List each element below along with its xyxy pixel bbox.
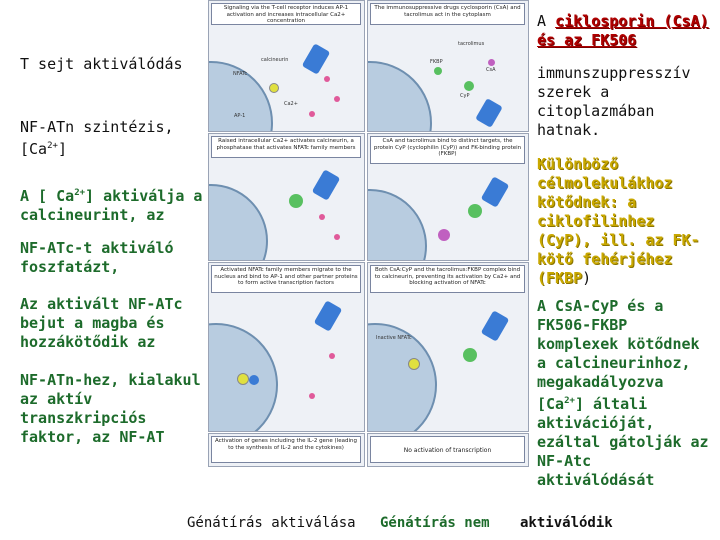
binding-targets-text: Különböző célmolekulákhoz kötődnek: a ci…	[537, 155, 700, 287]
fkbp-complex	[438, 229, 450, 241]
calcineurin-molecule	[289, 194, 303, 208]
nucleus	[368, 61, 432, 131]
label-ca-activates-calcineurin: A [ Ca2+] aktiválja a calcineurint, az	[20, 184, 210, 225]
receptor-icon	[480, 176, 510, 208]
nfatc-molecule	[269, 83, 279, 93]
label-t-cell-activation: T sejt aktiválódás	[20, 55, 183, 73]
caption-left-2: Raised intracellular Ca2+ activates calc…	[211, 136, 361, 158]
ca-ion	[329, 353, 335, 359]
receptor-icon	[480, 310, 510, 342]
figure-left-panel-3: Activated NFATc family members migrate t…	[208, 262, 365, 432]
label-activated-nfatc: Az aktivált NF-ATc bejut a magba és hozz…	[20, 295, 183, 351]
ca-activates-text-a: A [ Ca	[20, 187, 75, 205]
label-drugs-title: A ciklosporin (CsA) és az FK506	[537, 12, 717, 50]
binding-targets-paren: )	[582, 269, 592, 287]
csa-label: CsA	[486, 67, 496, 73]
label-nfat-synthesis: NF-ATn szintézis, [Ca2+]	[20, 118, 200, 159]
complexes-superscript: 2+	[564, 396, 575, 406]
caption-right-3: Both CsA:CyP and the tacrolimus:FKBP com…	[370, 265, 525, 293]
cyp-label: CyP	[460, 93, 470, 99]
figure-left-panel-1: Signaling via the T-cell receptor induce…	[208, 0, 365, 132]
inactive-nfatc-label: Inactive NFATc	[376, 335, 412, 341]
ca-label: Ca2+	[284, 101, 298, 107]
nfat-synthesis-text: NF-ATn szintézis,	[20, 118, 174, 136]
ca-ion	[334, 96, 340, 102]
ca-activates-text-b: ] aktiválja a calcineurint, az	[20, 187, 203, 224]
figure-left-panel-4: Activation of genes including the IL-2 g…	[208, 433, 365, 467]
figure-right-panel-1: The immunosuppressive drugs cyclosporin …	[367, 0, 529, 132]
caption-left-4: Activation of genes including the IL-2 g…	[211, 436, 361, 463]
receptor-icon	[311, 169, 341, 201]
nucleus	[209, 184, 268, 260]
receptor-icon	[475, 98, 503, 128]
nucleus	[368, 189, 427, 260]
fkbp-molecule	[434, 67, 442, 75]
ca-activates-superscript: 2+	[74, 188, 86, 198]
receptor-icon	[301, 43, 331, 75]
ap1-molecule	[249, 375, 259, 385]
receptor-icon	[313, 300, 343, 332]
csa-cyp-complex	[468, 204, 482, 218]
figure-right-panel-3: Both CsA:CyP and the tacrolimus:FKBP com…	[367, 262, 529, 432]
complexes-text-a: A CsA-CyP és a FK506-FKBP komplexek kötő…	[537, 297, 700, 413]
nfatc-molecule	[237, 373, 249, 385]
label-nfatc-phosphatase: NF-ATc-t aktiváló foszfatázt,	[20, 239, 174, 276]
ca-ion	[324, 76, 330, 82]
label-binding-targets: Különböző célmolekulákhoz kötődnek: a ci…	[537, 155, 717, 288]
caption-left-3: Activated NFATc family members migrate t…	[211, 265, 361, 293]
caption-right-1: The immunosuppressive drugs cyclosporin …	[370, 3, 525, 25]
ca-ion	[309, 393, 315, 399]
cyp-molecule	[464, 81, 474, 91]
drugs-title-highlight: ciklosporin (CsA) és az FK506	[537, 12, 709, 49]
fkbp-label: FKBP	[430, 59, 443, 65]
label-gene-not-activated-b: aktiválódik	[520, 515, 613, 531]
ca-superscript: 2+	[47, 141, 58, 151]
calcineurin-label: calcineurin	[261, 57, 289, 63]
ca-text: [Ca	[20, 140, 48, 158]
calcineurin-complex	[463, 348, 477, 362]
label-nfatn-binding: NF-ATn-hez, kialakul az aktív transzkrip…	[20, 371, 201, 446]
complexes-text-b: ] általi aktivációját, ezáltal gátolják …	[537, 395, 709, 489]
csa-molecule	[488, 59, 495, 66]
caption-left-1: Signaling via the T-cell receptor induce…	[211, 3, 361, 25]
drugs-title-prefix: A	[537, 12, 556, 30]
nfatc-molecule	[408, 358, 420, 370]
label-gene-not-activated-a: Génátírás nem	[380, 515, 490, 531]
figure-right-panel-2: CsA and tacrolimus bind to distinct targ…	[367, 133, 529, 261]
figure-right-panel-4: No activation of transcription	[367, 433, 529, 467]
ca-ion	[334, 234, 340, 240]
figure-left-panel-2: Raised intracellular Ca2+ activates calc…	[208, 133, 365, 261]
tacrolimus-label: tacrolimus	[458, 41, 485, 47]
ap1-label: AP-1	[234, 113, 246, 119]
label-complexes: A CsA-CyP és a FK506-FKBP komplexek kötő…	[537, 297, 717, 490]
ca-ion	[319, 214, 325, 220]
caption-right-4: No activation of transcription	[370, 436, 525, 463]
label-gene-activation: Génátírás aktiválása	[187, 515, 356, 531]
nfatc-label: NFATc	[233, 71, 248, 77]
ca-ion	[309, 111, 315, 117]
caption-right-2: CsA and tacrolimus bind to distinct targ…	[370, 136, 525, 164]
ca-bracket-close: ]	[57, 140, 67, 158]
label-immunosuppressive: immunszuppresszív szerek a citoplazmában…	[537, 64, 691, 139]
